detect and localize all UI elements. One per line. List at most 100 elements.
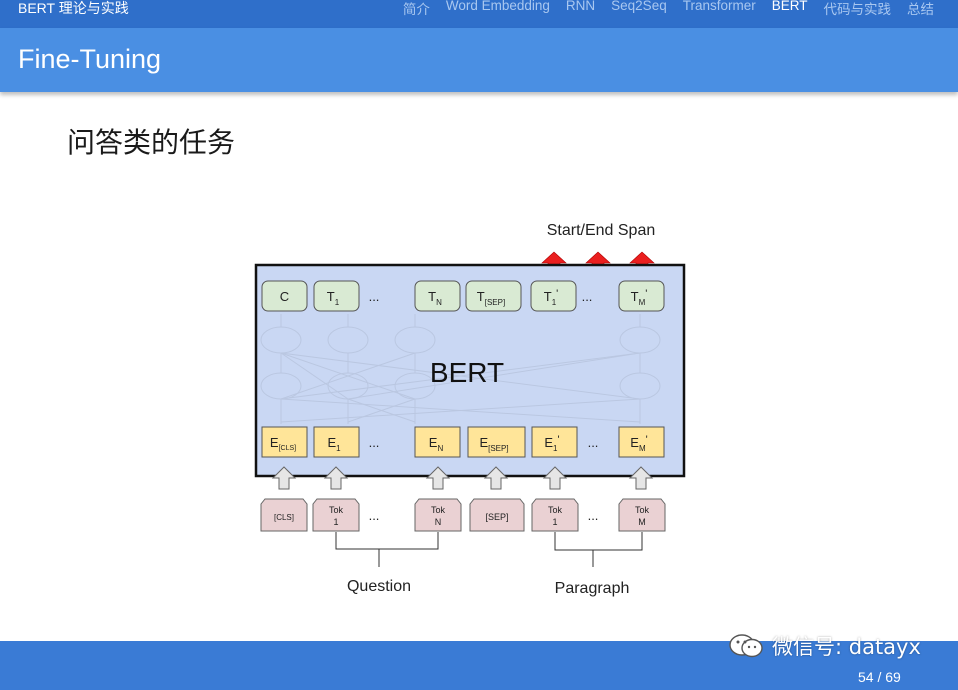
nav-brand[interactable]: BERT 理论与实践: [18, 0, 129, 16]
embedding-mp-label: E: [630, 435, 639, 450]
embedding-1-label: E: [327, 435, 336, 450]
token-n: [414, 498, 462, 532]
top-navigation: BERT 理论与实践 简介 Word Embedding RNN Seq2Seq Tra…: [0, 0, 958, 28]
nav-items: 简介 Word Embedding RNN Seq2Seq Transformer BER…: [403, 0, 934, 18]
wechat-icon: [729, 634, 763, 658]
embedding-cls-label: E: [270, 435, 279, 450]
output-dots-1: ...: [369, 289, 380, 304]
output-c: [261, 280, 308, 312]
output-t1: [313, 280, 360, 312]
embedding-n-sub: N: [437, 444, 443, 453]
embedding-mp-sub: M: [639, 444, 646, 453]
group-brackets: [335, 532, 643, 567]
embedding-1-sub: 1: [336, 444, 341, 453]
token-m: [618, 498, 666, 532]
paragraph-bracket: [554, 532, 643, 567]
page-number: 54 / 69: [858, 669, 901, 685]
question-label: Question: [347, 578, 411, 595]
nav-item-0[interactable]: 简介: [402, 2, 430, 17]
output-tsep: [465, 280, 522, 312]
slide-title: Fine-Tuning: [18, 44, 162, 74]
embedding-1p-sub: 1: [553, 444, 558, 453]
output-t1p-label: T: [544, 289, 552, 304]
embedding-dots-2: ...: [588, 435, 599, 450]
embedding-row: E[CLS] E1 ... EN E[SEP] E1' ... EM': [261, 426, 665, 458]
span-label: Start/End Span: [547, 222, 656, 239]
embedding-n: [414, 426, 461, 458]
output-tsep-sub: [SEP]: [485, 298, 505, 307]
svg-text:TM': TM': [631, 288, 648, 307]
paragraph-label: Paragraph: [555, 580, 630, 597]
wechat-watermark: 微信号: datayx: [728, 631, 921, 661]
slide-subtitle: 问答类的任务: [67, 126, 236, 159]
output-row: C T1 ... TN T[SEP] T1' ... TM': [261, 280, 665, 312]
token-1-num: 1: [333, 517, 338, 527]
token-cls-label: [CLS]: [274, 513, 294, 522]
token-n-label: Tok: [431, 505, 446, 515]
footer-bar: [0, 641, 958, 690]
nav-item-3[interactable]: Seq2Seq: [611, 0, 667, 13]
nav-item-6[interactable]: 代码与实践: [823, 2, 892, 17]
question-bracket: [335, 532, 439, 567]
embedding-sep-sub: [SEP]: [488, 444, 508, 453]
token-1-prime: [531, 498, 579, 532]
nav-item-2[interactable]: RNN: [565, 0, 596, 13]
token-1p-num: 1: [552, 517, 557, 527]
svg-text:TN: TN: [428, 289, 442, 307]
output-t1p-sub: 1: [552, 298, 557, 307]
embedding-mp-prime: ': [646, 434, 648, 446]
nav-item-4[interactable]: Transformer: [682, 0, 756, 13]
svg-text:E1: E1: [327, 435, 341, 453]
output-tmp-label: T: [631, 289, 639, 304]
token-dots-1: ...: [369, 508, 380, 523]
output-dots-2: ...: [582, 289, 593, 304]
nav-item-7[interactable]: 总结: [907, 2, 934, 17]
output-c-label: C: [280, 289, 289, 304]
embedding-1p-label: E: [544, 435, 553, 450]
token-dots-2: ...: [588, 508, 599, 523]
bert-internal-network: [260, 314, 661, 424]
embedding-1p-prime: ': [558, 434, 560, 446]
svg-text:E[CLS]: E[CLS]: [270, 435, 296, 452]
svg-text:E[SEP]: E[SEP]: [479, 435, 508, 453]
svg-text:T1: T1: [327, 289, 340, 307]
output-tn-sub: N: [436, 298, 442, 307]
embedding-sep: [467, 426, 526, 458]
output-t1-prime: [530, 280, 577, 312]
output-tn-label: T: [428, 289, 436, 304]
embedding-sep-label: E: [479, 435, 488, 450]
token-m-num: M: [638, 517, 646, 527]
output-tm-prime: [618, 280, 665, 312]
embedding-1: [313, 426, 360, 458]
nav-item-5[interactable]: BERT: [771, 0, 808, 13]
token-sep: [469, 498, 525, 532]
svg-text:T[SEP]: T[SEP]: [477, 289, 505, 307]
svg-text:EN: EN: [429, 435, 444, 453]
embedding-n-label: E: [429, 435, 438, 450]
embedding-cls: [261, 426, 308, 458]
output-t1-sub: 1: [335, 298, 340, 307]
embedding-1-prime: [531, 426, 578, 458]
svg-text:EM': EM': [630, 434, 647, 453]
token-sep-label: [SEP]: [485, 512, 508, 522]
embedding-dots-1: ...: [369, 435, 380, 450]
output-t1-label: T: [327, 289, 335, 304]
output-tmp-prime: ': [645, 288, 647, 300]
token-cls: [260, 498, 308, 532]
nav-item-1[interactable]: Word Embedding: [445, 0, 550, 13]
svg-text:E1': E1': [544, 434, 559, 453]
token-1: [312, 498, 360, 532]
output-tsep-label: T: [477, 289, 485, 304]
token-m-label: Tok: [635, 505, 650, 515]
token-1-label: Tok: [329, 505, 344, 515]
svg-text:T1': T1': [544, 288, 559, 307]
input-arrows: [271, 466, 654, 490]
slide-title-bar: Fine-Tuning: [0, 28, 958, 92]
token-n-num: N: [435, 517, 442, 527]
token-1p-label: Tok: [548, 505, 563, 515]
embedding-cls-sub: [CLS]: [279, 445, 297, 452]
bert-label: BERT: [430, 357, 504, 388]
output-tn: [414, 280, 461, 312]
output-t1p-prime: ': [556, 288, 558, 300]
